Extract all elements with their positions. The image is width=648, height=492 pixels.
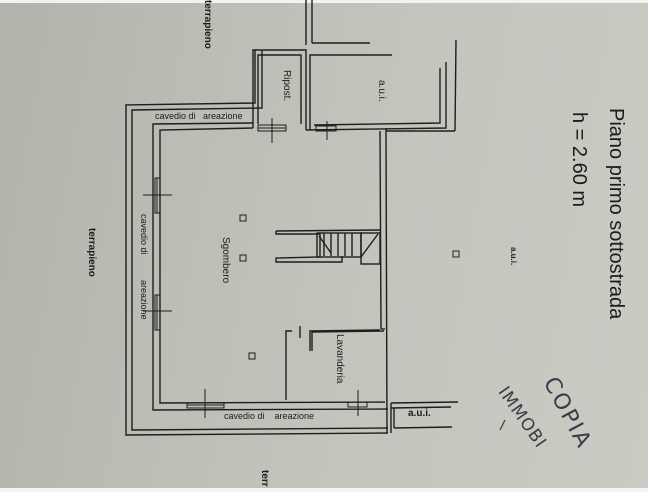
label-aui-right: a.u.i. bbox=[509, 247, 518, 266]
label-cavedio-left-1: cavedio di bbox=[139, 214, 149, 255]
windows bbox=[143, 118, 368, 418]
label-cavedio-bottom: cavedio di areazione bbox=[224, 411, 315, 421]
room-label-lavanderia: Lavanderia bbox=[334, 334, 345, 384]
laundry-wall bbox=[285, 330, 292, 400]
label-terrapieno-left: terrapieno bbox=[86, 228, 97, 277]
plan-height: h = 2.60 m bbox=[568, 112, 590, 208]
plan-title: Piano primo sottostrada bbox=[605, 108, 627, 320]
photo-edge-bottom bbox=[0, 488, 648, 492]
label-cavedio-top: cavedio di areazione bbox=[155, 111, 243, 121]
outer-wall bbox=[125, 50, 389, 436]
pillars bbox=[239, 214, 460, 360]
stairs bbox=[275, 229, 381, 232]
label-aui-top: a.u.i. bbox=[376, 80, 387, 102]
storage-room-wall bbox=[252, 49, 307, 130]
inner-wall bbox=[152, 122, 389, 411]
handwritten-annotation bbox=[499, 419, 506, 431]
label-terrapieno-top: terrapieno bbox=[202, 0, 213, 49]
label-aui-bottom: a.u.i. bbox=[408, 408, 431, 419]
photo-edge-top bbox=[0, 0, 648, 3]
room-label-sgombero: Sgombero bbox=[220, 237, 231, 284]
room-label-ripost: Ripost. bbox=[281, 70, 292, 102]
aui-room-wall bbox=[309, 54, 392, 130]
label-cavedio-left-2: areazione bbox=[139, 280, 149, 320]
label-terrapieno-bottom: terr bbox=[259, 470, 270, 487]
